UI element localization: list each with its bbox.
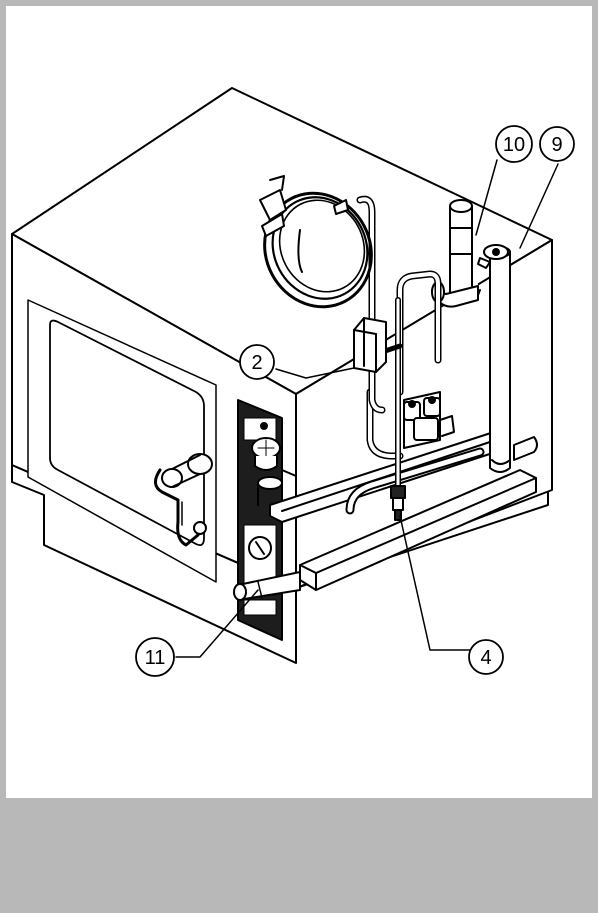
vertical-stub: [257, 476, 283, 490]
callout-label: 9: [551, 134, 562, 156]
drain-grid: [251, 437, 281, 471]
drain-pipe-10: [431, 199, 481, 308]
callout-label: 11: [145, 647, 166, 669]
door-handle: [154, 453, 213, 547]
sensor-9: [477, 244, 509, 269]
solenoid-valves: [403, 391, 455, 449]
callout-label: 2: [251, 352, 262, 374]
callout-label: 10: [503, 134, 525, 156]
probe-connector-2: [353, 317, 387, 373]
front-pipe: [233, 571, 301, 601]
door-window: [49, 319, 205, 547]
coiled-cable: [263, 191, 373, 309]
callout-label: 4: [480, 647, 491, 669]
water-pipe-loop: [345, 270, 485, 515]
callout-9: 9: [539, 126, 575, 162]
right-vertical-pipe: [489, 246, 538, 473]
leader-lines: [175, 159, 559, 658]
callout-2: 2: [239, 344, 275, 380]
callout-11: 11: [135, 637, 175, 677]
callout-10: 10: [495, 125, 533, 163]
probe-tube: [356, 195, 403, 414]
callout-4: 4: [468, 639, 504, 675]
connector-4: [390, 485, 406, 521]
coil-clip: [259, 175, 349, 237]
